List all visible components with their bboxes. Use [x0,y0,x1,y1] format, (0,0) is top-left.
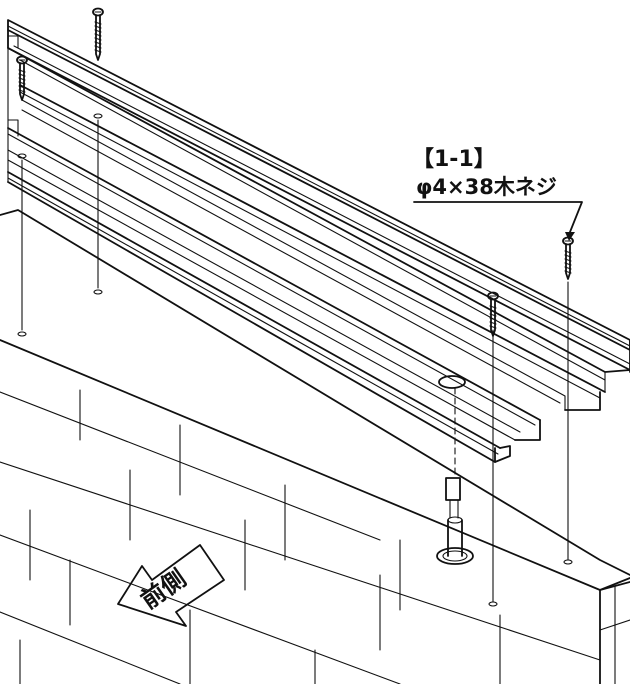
callout-part-label: φ4×38木ネジ [416,175,557,199]
mortar-line [0,391,381,541]
callout-step-label: 【1-1】 [412,147,496,172]
part-callout: 【1-1】 φ4×38木ネジ [412,147,583,241]
screw-top-left-back [92,7,104,61]
screw-right-back [562,236,574,280]
screw-right-front [487,291,499,337]
anchor-post [436,387,474,565]
wall-top-surface [0,209,630,576]
callout-underline [413,201,583,233]
mortar-line [0,461,601,661]
screws [16,7,574,337]
anchor-hole [438,375,466,389]
mortar-line [0,611,181,684]
front-side-arrow: 前側 [117,544,225,627]
block-wall [0,209,630,684]
screw-guides [17,119,573,607]
aluminium-rail [7,19,630,463]
mortar-line [0,534,401,684]
screw-top-left-front [16,55,28,101]
